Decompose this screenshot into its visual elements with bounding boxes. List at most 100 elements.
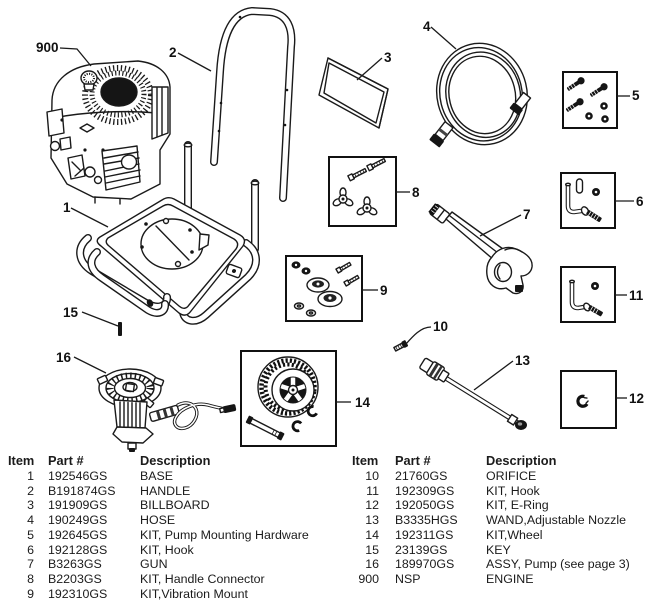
cell-part: B3263GS — [48, 557, 102, 572]
part-billboard — [318, 57, 389, 129]
table-row: 8 B2203GS KIT, Handle Connector — [8, 572, 309, 587]
table-row: 9 192310GS KIT,Vibration Mount — [8, 587, 309, 602]
table-row: 11 192309GS KIT, Hook — [352, 484, 630, 499]
callout-label-12: 12 — [629, 391, 644, 406]
leader-7 — [479, 214, 522, 237]
cell-item: 15 — [365, 542, 379, 557]
cell-description: WAND,Adjustable Nozzle — [486, 513, 627, 527]
table-row: 10 21760GS ORIFICE — [352, 469, 630, 484]
exploded-parts-diagram: 900 2 1 3 4 5 6 7 8 9 10 11 12 13 14 15 … — [36, 7, 644, 452]
table-row: 1 192546GS BASE — [8, 469, 309, 484]
cell-description: BASE — [140, 468, 174, 483]
callout-label-8: 8 — [412, 185, 420, 200]
leader-10 — [405, 326, 432, 345]
callout-label-7: 7 — [523, 207, 531, 222]
cell-part: B191874GS — [48, 483, 116, 498]
cell-item: 1 — [27, 468, 34, 483]
cell-part: 190249GS — [48, 513, 108, 527]
cell-item: 11 — [366, 483, 379, 498]
cell-description: ENGINE — [486, 572, 534, 586]
callout-label-13: 13 — [515, 353, 531, 368]
cell-item: 7 — [27, 557, 34, 572]
part-gun — [428, 203, 533, 295]
table-row: 14 192311GS KIT,Wheel — [352, 528, 630, 543]
cell-description: ASSY, Pump (see page 3) — [486, 557, 630, 572]
table-row: 4 190249GS HOSE — [8, 513, 309, 528]
table-row: 13 B3335HGS WAND,Adjustable Nozzle — [352, 513, 630, 528]
cell-item: 12 — [365, 498, 379, 513]
cell-description: HANDLE — [140, 483, 191, 498]
cell-part: 21760GS — [395, 468, 448, 483]
part-kit-wheel — [240, 350, 337, 447]
table-header-row: Item Part # Description — [352, 453, 630, 469]
column-header-description: Description — [486, 453, 557, 468]
callout-label-15: 15 — [63, 305, 79, 320]
cell-part: 192309GS — [395, 483, 455, 498]
cell-description: HOSE — [140, 513, 176, 527]
table-header-row: Item Part # Description — [8, 453, 309, 469]
leader-16 — [73, 356, 107, 374]
part-key — [118, 322, 122, 336]
cell-description: KEY — [486, 542, 511, 557]
column-header-part: Part # — [48, 453, 84, 468]
part-hose — [429, 42, 532, 148]
cell-item: 3 — [27, 498, 34, 513]
table-row: 15 23139GS KEY — [352, 543, 630, 558]
cell-item: 4 — [27, 513, 34, 527]
cell-item: 900 — [358, 572, 379, 586]
callout-label-900: 900 — [36, 40, 59, 55]
callout-label-1: 1 — [63, 200, 71, 215]
leader-2 — [177, 52, 212, 72]
leader-3 — [356, 57, 383, 81]
cell-description: GUN — [140, 557, 168, 572]
callout-label-5: 5 — [632, 88, 640, 103]
callout-label-3: 3 — [384, 50, 392, 65]
table-row: 16 189970GS ASSY, Pump (see page 3) — [352, 557, 630, 572]
part-orifice — [393, 340, 409, 352]
column-header-description: Description — [140, 453, 211, 468]
cell-item: 13 — [365, 513, 379, 527]
cell-description: KIT, Hook — [140, 542, 194, 557]
cell-description: BILLBOARD — [140, 498, 210, 513]
cell-item: 10 — [365, 468, 379, 483]
cell-part: 192311GS — [395, 527, 454, 542]
callout-label-11: 11 — [629, 288, 644, 303]
cell-item: 14 — [365, 527, 379, 542]
cell-item: 8 — [27, 572, 34, 586]
table-row: 2 B191874GS HANDLE — [8, 484, 309, 499]
cell-part: 191909GS — [48, 498, 108, 513]
leader-1 — [70, 207, 109, 228]
column-header-item: Item — [8, 453, 35, 468]
cell-part: 192645GS — [48, 527, 108, 542]
table-row: 3 191909GS BILLBOARD — [8, 498, 309, 513]
cell-item: 9 — [27, 586, 34, 601]
callout-labels: 900 2 1 3 4 5 6 7 8 9 10 11 12 13 14 15 … — [36, 19, 644, 410]
cell-description: KIT,Wheel — [486, 527, 543, 542]
cell-description: KIT,Vibration Mount — [140, 586, 248, 601]
cell-part: 192546GS — [48, 468, 108, 483]
callout-label-14: 14 — [355, 395, 371, 410]
part-wand — [419, 357, 527, 430]
part-pump — [96, 368, 237, 452]
cell-part: 192050GS — [395, 498, 455, 513]
leader-13 — [473, 360, 514, 391]
callout-label-6: 6 — [636, 194, 644, 209]
table-row: 5 192645GS KIT, Pump Mounting Hardware — [8, 528, 309, 543]
engine-logo-diamond — [79, 123, 95, 133]
cell-description: KIT, Pump Mounting Hardware — [140, 527, 309, 542]
cell-item: 2 — [27, 483, 34, 498]
cell-part: NSP — [395, 572, 421, 586]
part-kit-pump-mounting-hardware — [562, 71, 618, 129]
part-kit-handle-connector — [328, 156, 397, 227]
column-header-item: Item — [352, 453, 379, 468]
table-row: 6 192128GS KIT, Hook — [8, 543, 309, 558]
parts-table-left: Item Part # Description 1 192546GS BASE … — [8, 453, 338, 602]
callout-label-9: 9 — [380, 283, 388, 298]
cell-part: 23139GS — [395, 542, 448, 557]
callout-label-16: 16 — [56, 350, 72, 365]
leader-4 — [430, 26, 457, 50]
cell-description: KIT, Hook — [486, 483, 540, 498]
part-base — [76, 197, 260, 325]
parts-table-right: Item Part # Description 10 21760GS ORIFI… — [352, 453, 652, 587]
callout-label-4: 4 — [423, 19, 431, 34]
